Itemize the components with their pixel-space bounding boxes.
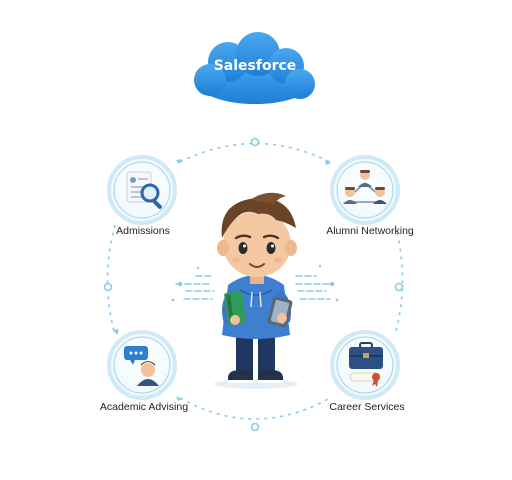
book-icon (224, 291, 246, 325)
salesforce-cloud-icon (194, 32, 315, 104)
briefcase-diploma-icon (349, 342, 383, 387)
student-figure (214, 192, 298, 389)
person-chat-icon (124, 346, 159, 386)
career-services-label: Career Services (329, 401, 405, 413)
alumni-networking-label: Alumni Networking (326, 225, 414, 237)
document-magnifier-icon (126, 171, 163, 210)
admissions-node (107, 155, 177, 225)
motion-lines-right (295, 275, 335, 300)
ring-arrows (113, 159, 331, 401)
salesforce-label: Salesforce (213, 58, 297, 74)
motion-lines-left (175, 275, 215, 300)
ring-nodes (103, 137, 404, 432)
connection-ring (106, 142, 404, 420)
sparkle-dots (171, 264, 339, 302)
alumni-node (330, 155, 400, 225)
advising-node (107, 330, 177, 400)
admissions-label: Admissions (116, 225, 170, 237)
people-network-icon (343, 170, 387, 204)
career-node (330, 330, 400, 400)
academic-advising-label: Academic Advising (99, 401, 189, 413)
